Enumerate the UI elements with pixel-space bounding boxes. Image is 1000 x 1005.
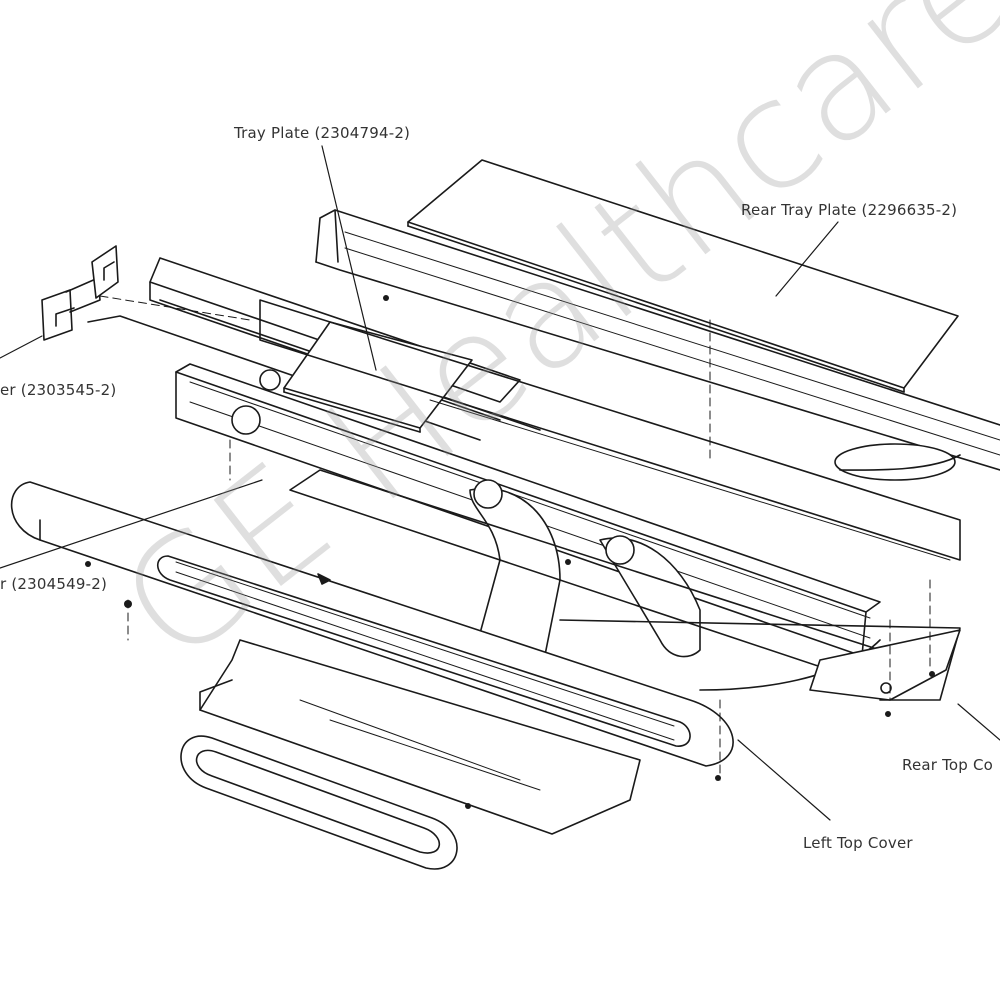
cover-label-upper: er (2303545-2): [0, 381, 117, 399]
left-top-cover-label: Left Top Cover: [803, 834, 913, 852]
left-top-cover: [10, 481, 831, 821]
rear-rail-cover: [315, 209, 1000, 481]
alignment-lines: [99, 295, 931, 781]
rear-beam: [259, 299, 961, 561]
cover-label-lower: r (2304549-2): [0, 575, 107, 593]
rear-tray-plate: [407, 159, 959, 393]
tray-plate-label: Tray Plate (2304794-2): [234, 124, 411, 142]
rear-top-cover: [809, 629, 1000, 741]
end-bracket: [0, 245, 119, 359]
fasteners: [85, 295, 935, 809]
rear-top-cover-label: Rear Top Co: [902, 756, 994, 774]
tray-plate: [283, 321, 473, 433]
foot-pedal-loop: [180, 735, 458, 870]
callout-leaders: [0, 145, 839, 569]
rear-tray-plate-label: Rear Tray Plate (2296635-2): [741, 201, 958, 219]
